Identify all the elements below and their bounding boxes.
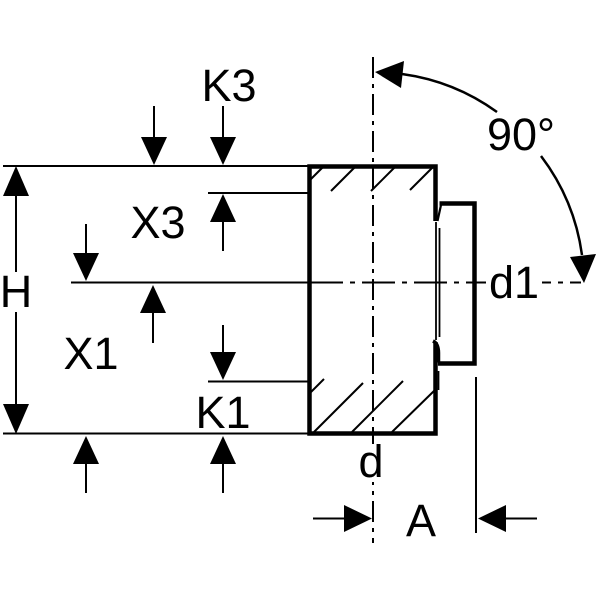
- seal-lip: [432, 339, 441, 363]
- label-x3: X3: [130, 197, 185, 248]
- fitting-body-outline: [307, 164, 441, 436]
- arc-arrowhead-bottom: [570, 254, 596, 283]
- label-x1: X1: [63, 328, 118, 379]
- dimension-a: [313, 505, 537, 532]
- label-d1: d1: [489, 257, 539, 308]
- arc-arrowhead-top: [375, 61, 404, 88]
- hatch-lines: [309, 165, 437, 433]
- label-k1: K1: [195, 387, 250, 438]
- label-angle: 90°: [487, 109, 555, 160]
- dimension-bottom-arrows: [73, 436, 236, 493]
- label-h: H: [0, 266, 32, 317]
- dimension-k1: [210, 325, 236, 380]
- dimension-x1: [140, 285, 166, 343]
- seal-notch: [436, 204, 443, 222]
- dimension-x3: [73, 194, 236, 281]
- reference-lines: [3, 165, 477, 533]
- dimension-labels: K3 X3 H X1 K1 d d1 A 90°: [0, 60, 555, 546]
- dimension-k3: [141, 106, 236, 165]
- label-k3: K3: [201, 60, 256, 111]
- label-backgrounds: [0, 262, 542, 482]
- socket-outline: [432, 201, 477, 366]
- label-a: A: [406, 495, 436, 546]
- label-d: d: [358, 436, 383, 487]
- angle-arc: [375, 61, 596, 283]
